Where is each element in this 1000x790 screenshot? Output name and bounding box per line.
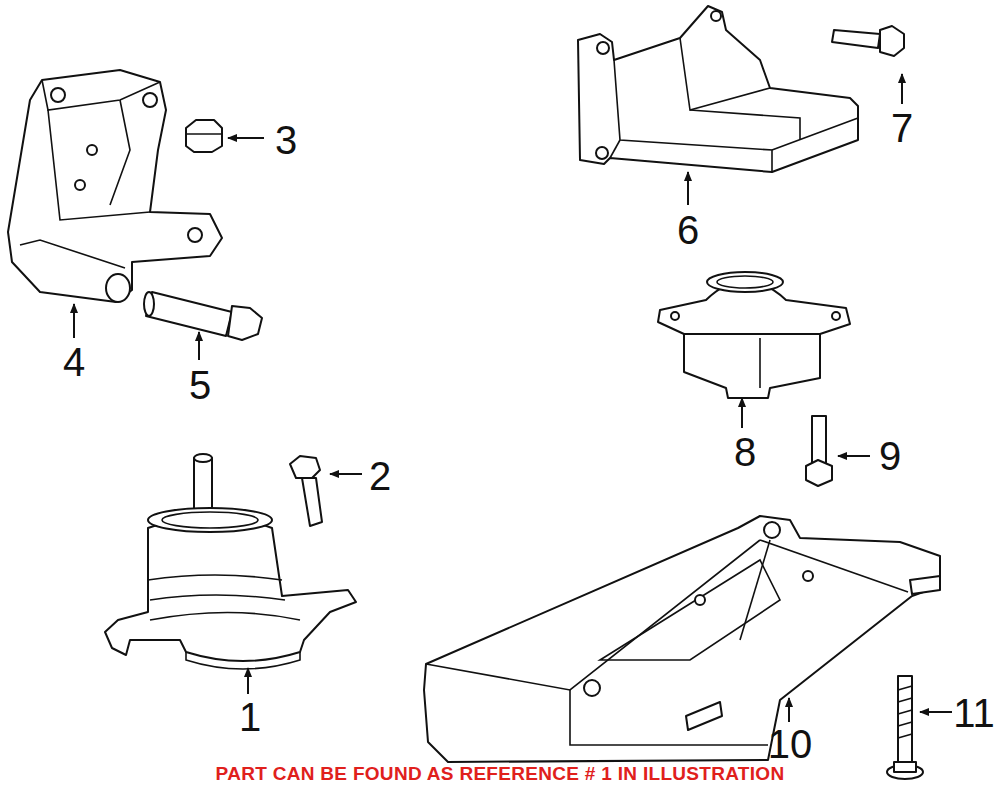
callout-number: 6 [677,210,699,250]
engine-mount [105,454,356,669]
callout-number: 1 [239,697,261,737]
callout-number: 10 [768,724,813,764]
transmission-bracket [578,6,858,172]
leader-arrows [74,74,952,722]
crossmember [424,516,940,762]
callout-number: 4 [63,342,85,382]
callout-number: 7 [891,108,913,148]
callout-number: 2 [369,456,391,496]
engine-bracket [8,70,222,302]
nut [186,120,222,152]
transmission-mount [658,272,850,398]
bolt [887,676,923,779]
bolt [144,292,262,340]
callout-number: 5 [189,365,211,405]
callout-number: 3 [275,120,297,160]
bolt [290,456,322,526]
bolt [806,416,832,486]
callout-number: 8 [734,432,756,472]
callout-number: 9 [879,436,901,476]
bolt [832,26,904,56]
callout-number: 11 [953,693,995,733]
footer-note: PART CAN BE FOUND AS REFERENCE # 1 IN IL… [216,764,785,783]
